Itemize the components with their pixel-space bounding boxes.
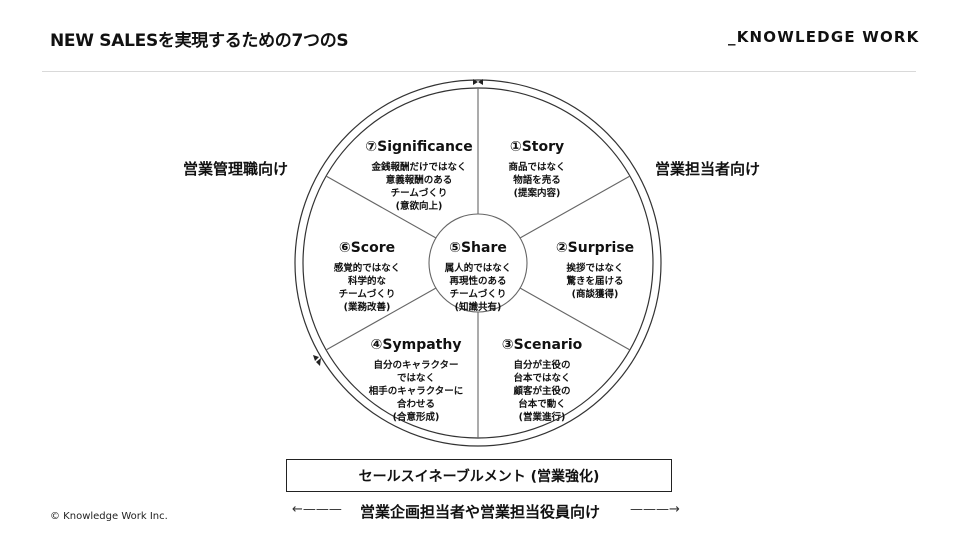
spoke-upper-right bbox=[519, 175, 631, 239]
spokes bbox=[325, 88, 631, 438]
segment-share-title: ⑤Share bbox=[449, 240, 507, 256]
segment-significance-title: ⑦Significance bbox=[365, 139, 473, 155]
copyright-notice: © Knowledge Work Inc. bbox=[50, 511, 168, 522]
sales-enablement-label: セールスイネーブルメント (営業強化) bbox=[358, 468, 600, 485]
segment-story: ①Story 商品ではなく 物語を売る (提案内容) bbox=[462, 138, 612, 200]
segment-significance: ⑦Significance 金銭報酬だけではなく 意義報酬のある チームづくり … bbox=[344, 138, 494, 213]
sales-enablement-box: セールスイネーブルメント (営業強化) bbox=[286, 459, 672, 492]
center-circle bbox=[428, 213, 528, 313]
segment-significance-description: 金銭報酬だけではなく 意義報酬のある チームづくり (意欲向上) bbox=[371, 162, 467, 212]
header-divider bbox=[42, 71, 916, 72]
segment-story-title: ①Story bbox=[509, 139, 565, 155]
segment-surprise-description: 挨拶ではなく 驚きを届ける (商談獲得) bbox=[566, 263, 624, 300]
company-logo: _KNOWLEDGE WORK bbox=[728, 28, 920, 46]
segment-story-description: 商品ではなく 物語を売る (提案内容) bbox=[508, 162, 566, 199]
ring-arrow-left-icon bbox=[313, 355, 321, 366]
segment-scenario: ③Scenario 自分が主役の 台本ではなく 顧客が主役の 台本で動く (営業… bbox=[467, 336, 617, 424]
side-label-sales-reps: 営業担当者向け bbox=[655, 160, 761, 178]
segment-sympathy-description: 自分のキャラクター ではなく 相手のキャラクターに 合わせる (合意形成) bbox=[368, 360, 464, 423]
segment-share: ⑤Share 属人的ではなく 再現性のある チームづくり (知識共有) bbox=[403, 239, 553, 314]
spoke-upper-left bbox=[325, 175, 437, 239]
arrow-right-icon: ———→ bbox=[630, 502, 680, 517]
spoke-lower-left bbox=[325, 287, 437, 351]
segment-sympathy-title: ④Sympathy bbox=[370, 337, 462, 353]
outer-ring-outer bbox=[294, 79, 662, 447]
segment-score: ⑥Score 感覚的ではなく 科学的な チームづくり (業務改善) bbox=[292, 239, 442, 314]
page-title: NEW SALESを実現するための7つのS bbox=[50, 31, 349, 51]
segment-scenario-title: ③Scenario bbox=[501, 337, 583, 353]
ring-arrow-top-icon bbox=[473, 79, 483, 85]
segment-sympathy: ④Sympathy 自分のキャラクター ではなく 相手のキャラクターに 合わせる… bbox=[341, 336, 491, 424]
segment-score-title: ⑥Score bbox=[338, 240, 396, 256]
spoke-lower-right bbox=[519, 287, 631, 351]
segment-score-description: 感覚的ではなく 科学的な チームづくり (業務改善) bbox=[333, 263, 401, 313]
arrow-left-icon: ←——— bbox=[292, 502, 342, 517]
bottom-audience-label: 営業企画担当者や営業担当役員向け bbox=[359, 503, 600, 521]
segment-surprise-title: ②Surprise bbox=[555, 240, 635, 256]
segment-scenario-description: 自分が主役の 台本ではなく 顧客が主役の 台本で動く (営業進行) bbox=[513, 360, 571, 423]
side-label-managers: 営業管理職向け bbox=[183, 160, 289, 178]
segment-share-description: 属人的ではなく 再現性のある チームづくり (知識共有) bbox=[444, 263, 512, 313]
segment-surprise: ②Surprise 挨拶ではなく 驚きを届ける (商談獲得) bbox=[520, 239, 670, 301]
